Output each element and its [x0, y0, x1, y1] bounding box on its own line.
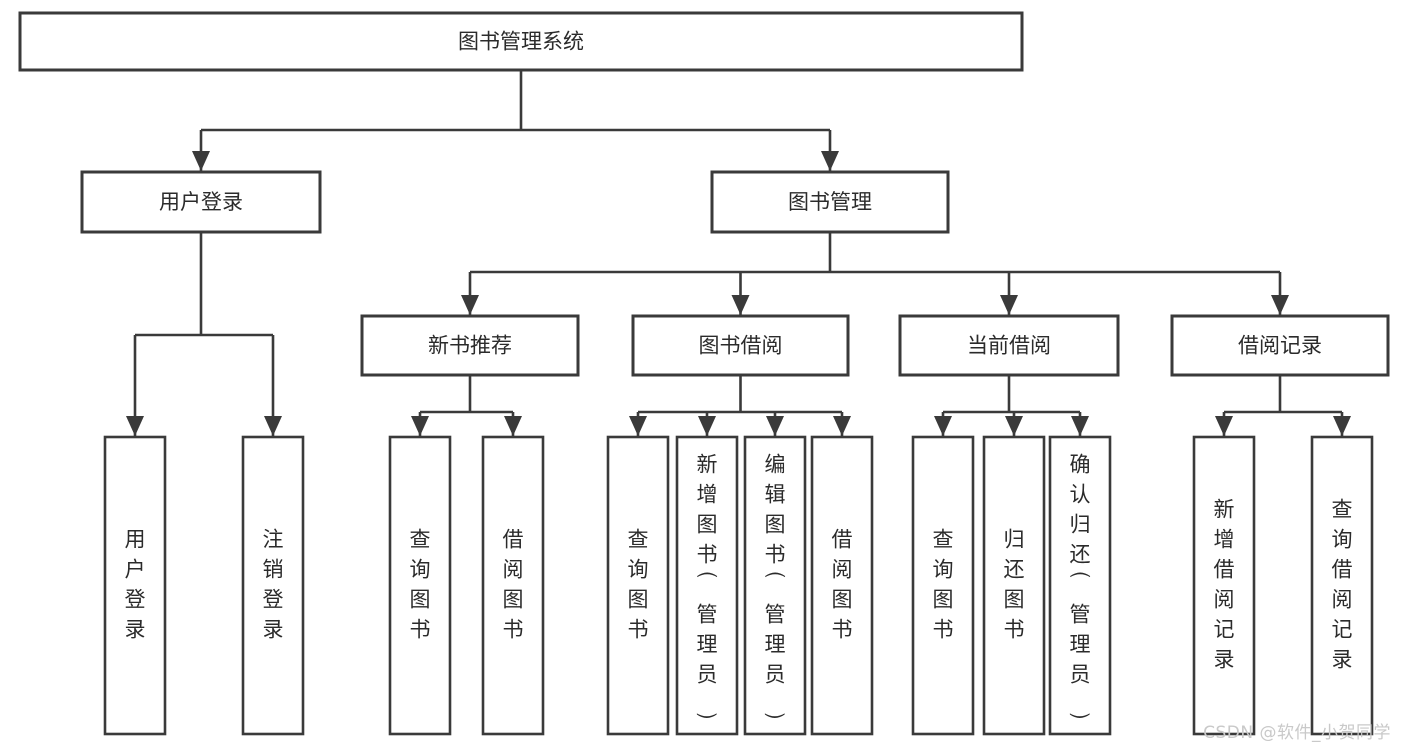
node-leaf-borrow-book-2-label: 借阅图书: [832, 528, 853, 642]
node-leaf-return-book-label: 归还图书: [1004, 528, 1025, 642]
arrow-head-icon: [504, 416, 522, 436]
arrow-head-icon: [1215, 416, 1233, 436]
arrow-head-icon: [192, 151, 210, 171]
node-user-login[interactable]: 用户登录: [80, 170, 322, 234]
node-book-manage-rect[interactable]: [710, 170, 950, 234]
arrow-head-icon: [766, 416, 784, 436]
node-leaf-add-book[interactable]: 新增图书⏜管理员⏝: [675, 435, 739, 736]
node-leaf-borrow-book-2[interactable]: 借阅图书: [810, 435, 874, 736]
node-leaf-add-record-rect[interactable]: [1192, 435, 1256, 736]
node-leaf-edit-book-rect[interactable]: [743, 435, 807, 736]
node-leaf-user-login-label: 用户登录: [125, 528, 146, 642]
node-leaf-user-login[interactable]: 用户登录: [103, 435, 167, 736]
node-leaf-add-record[interactable]: 新增借阅记录: [1192, 435, 1256, 736]
node-leaf-query-book-3-label: 查询图书: [933, 528, 954, 642]
node-book-borrow-label: 图书借阅: [699, 334, 783, 358]
node-leaf-add-book-label: 新增图书⏜管理员⏝: [696, 453, 718, 719]
node-user-login-label: 用户登录: [159, 190, 243, 214]
arrow-head-icon: [1333, 416, 1351, 436]
node-leaf-query-record-label: 查询借阅记录: [1332, 498, 1353, 672]
node-leaf-add-record-label: 新增借阅记录: [1214, 498, 1235, 672]
arrow-head-icon: [698, 416, 716, 436]
arrow-head-icon: [629, 416, 647, 436]
node-borrow-record-rect[interactable]: [1170, 314, 1390, 377]
node-leaf-query-record-rect[interactable]: [1310, 435, 1374, 736]
node-leaf-query-book-3-rect[interactable]: [911, 435, 975, 736]
node-book-manage-label: 图书管理: [788, 190, 872, 214]
arrow-head-icon: [264, 416, 282, 436]
node-leaf-confirm-return-label: 确认归还⏜管理员⏝: [1069, 453, 1091, 719]
node-leaf-query-record[interactable]: 查询借阅记录: [1310, 435, 1374, 736]
arrow-head-icon: [461, 295, 479, 315]
arrow-head-icon: [731, 295, 750, 315]
node-leaf-query-book-1[interactable]: 查询图书: [388, 435, 452, 736]
node-leaf-logout-label: 注销登录: [263, 528, 284, 642]
arrow-head-icon: [411, 416, 429, 436]
node-user-login-rect[interactable]: [80, 170, 322, 234]
node-leaf-query-book-2-label: 查询图书: [628, 528, 649, 642]
arrow-head-icon: [833, 416, 851, 436]
node-leaf-query-book-1-label: 查询图书: [410, 528, 431, 642]
arrow-head-icon: [821, 151, 839, 171]
node-leaf-borrow-book-1-label: 借阅图书: [503, 528, 524, 642]
node-new-book-rec[interactable]: 新书推荐: [360, 314, 580, 377]
connector-layer: [126, 70, 1351, 436]
node-borrow-record[interactable]: 借阅记录: [1170, 314, 1390, 377]
node-leaf-confirm-return[interactable]: 确认归还⏜管理员⏝: [1048, 435, 1112, 736]
node-leaf-add-book-rect[interactable]: [675, 435, 739, 736]
node-leaf-return-book-rect[interactable]: [982, 435, 1046, 736]
node-root-rect[interactable]: [18, 11, 1024, 72]
node-leaf-query-book-2-rect[interactable]: [606, 435, 670, 736]
node-leaf-return-book[interactable]: 归还图书: [982, 435, 1046, 736]
csdn-watermark: CSDN @软件_小贺同学: [1203, 723, 1391, 743]
node-leaf-logout[interactable]: 注销登录: [241, 435, 305, 736]
node-root-label: 图书管理系统: [458, 30, 584, 54]
node-new-book-rec-label: 新书推荐: [428, 334, 512, 358]
node-leaf-logout-rect[interactable]: [241, 435, 305, 736]
arrow-head-icon: [1000, 295, 1018, 315]
node-layer: 图书管理系统用户登录图书管理新书推荐图书借阅当前借阅借阅记录用户登录注销登录查询…: [18, 11, 1390, 736]
node-book-borrow[interactable]: 图书借阅: [631, 314, 850, 377]
node-leaf-edit-book-label: 编辑图书⏜管理员⏝: [764, 453, 786, 719]
node-root[interactable]: 图书管理系统: [18, 11, 1024, 72]
node-current-borrow-rect[interactable]: [898, 314, 1120, 377]
arrow-head-icon: [1271, 295, 1289, 315]
node-leaf-borrow-book-2-rect[interactable]: [810, 435, 874, 736]
arrow-head-icon: [1071, 416, 1089, 436]
node-book-borrow-rect[interactable]: [631, 314, 850, 377]
node-current-borrow[interactable]: 当前借阅: [898, 314, 1120, 377]
node-leaf-user-login-rect[interactable]: [103, 435, 167, 736]
node-new-book-rec-rect[interactable]: [360, 314, 580, 377]
node-leaf-borrow-book-1-rect[interactable]: [481, 435, 545, 736]
arrow-head-icon: [126, 416, 144, 436]
node-leaf-query-book-2[interactable]: 查询图书: [606, 435, 670, 736]
arrow-head-icon: [1005, 416, 1023, 436]
node-current-borrow-label: 当前借阅: [967, 334, 1051, 358]
node-leaf-edit-book[interactable]: 编辑图书⏜管理员⏝: [743, 435, 807, 736]
arrow-head-icon: [934, 416, 952, 436]
node-leaf-query-book-3[interactable]: 查询图书: [911, 435, 975, 736]
node-leaf-borrow-book-1[interactable]: 借阅图书: [481, 435, 545, 736]
node-borrow-record-label: 借阅记录: [1238, 334, 1322, 358]
node-book-manage[interactable]: 图书管理: [710, 170, 950, 234]
node-leaf-query-book-1-rect[interactable]: [388, 435, 452, 736]
node-leaf-confirm-return-rect[interactable]: [1048, 435, 1112, 736]
